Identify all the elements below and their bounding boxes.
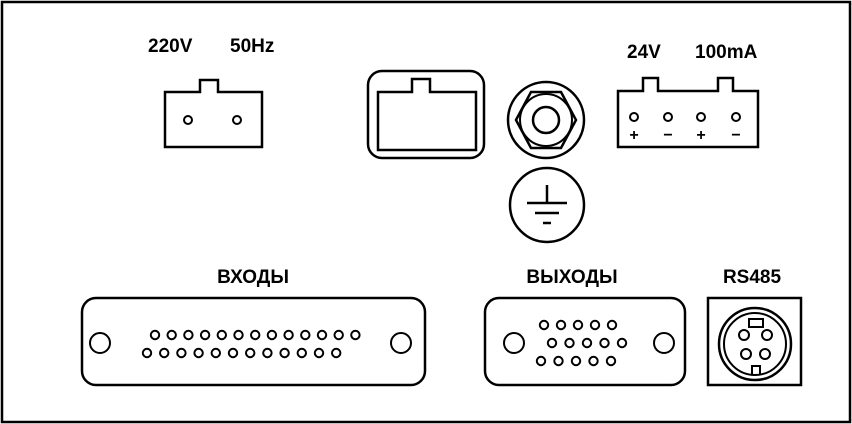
- fuse-connector[interactable]: [366, 69, 486, 160]
- connector-pin: [350, 329, 361, 341]
- connector-pin: [227, 347, 239, 359]
- connector-pin: [266, 329, 278, 341]
- connector-pin: [279, 347, 290, 359]
- connector-pin: [588, 355, 599, 367]
- connector-pin: [183, 329, 194, 341]
- connector-pin: [159, 347, 170, 359]
- connector-pin: [199, 329, 211, 341]
- connector-pin: [555, 319, 567, 331]
- terminal-sign: +: [696, 127, 705, 144]
- connector-pin: [581, 337, 593, 349]
- connector-pin: [210, 347, 222, 359]
- dc-terminal-block[interactable]: [616, 76, 760, 149]
- connector-pin: [176, 347, 187, 359]
- connector-pin: [606, 319, 618, 331]
- connector-pin: [538, 319, 550, 331]
- connector-pin: [331, 347, 342, 359]
- power-connector[interactable]: [163, 78, 264, 149]
- connector-pin: [141, 347, 153, 359]
- connector-pin: [553, 355, 564, 367]
- connector-pin: [570, 355, 582, 367]
- connector-pin: [599, 337, 610, 349]
- connector-pin: [245, 347, 256, 359]
- dc-current-label: 100mA: [695, 42, 758, 63]
- connector-pin: [572, 319, 584, 331]
- connector-pin: [313, 347, 325, 359]
- inputs-db25-connector[interactable]: [80, 296, 427, 387]
- connector-pin: [262, 347, 273, 359]
- connector-pin: [233, 329, 244, 341]
- ground-icon: [508, 166, 586, 244]
- connector-pin: [300, 329, 311, 341]
- outputs-db15-connector[interactable]: [483, 296, 687, 387]
- connector-pin: [149, 329, 161, 341]
- terminal-sign: −: [663, 127, 672, 144]
- connector-pin: [535, 355, 547, 367]
- connector-pin: [296, 347, 307, 359]
- connector-pin: [333, 329, 344, 341]
- power-voltage-label: 220V: [148, 36, 193, 57]
- inputs-label: ВХОДЫ: [217, 267, 289, 288]
- connector-pin: [193, 347, 204, 359]
- connector-pin: [589, 319, 601, 331]
- connector-pin: [316, 329, 328, 341]
- connector-pin: [605, 355, 617, 367]
- connector-pin: [616, 337, 628, 349]
- rs485-label: RS485: [723, 267, 782, 288]
- connector-pin: [546, 337, 558, 349]
- bnc-connector[interactable]: [506, 80, 586, 160]
- dc-voltage-label: 24V: [627, 42, 661, 63]
- connector-pin: [283, 329, 294, 341]
- connector-pin: [166, 329, 177, 341]
- connector-pin: [250, 329, 261, 341]
- outputs-label: ВЫХОДЫ: [526, 267, 617, 288]
- rs485-mini-din-connector[interactable]: [706, 296, 803, 387]
- connector-pin: [216, 329, 228, 341]
- connector-pin: [564, 337, 575, 349]
- terminal-sign: +: [629, 127, 638, 144]
- terminal-sign: −: [731, 127, 740, 144]
- power-frequency-label: 50Hz: [230, 36, 274, 57]
